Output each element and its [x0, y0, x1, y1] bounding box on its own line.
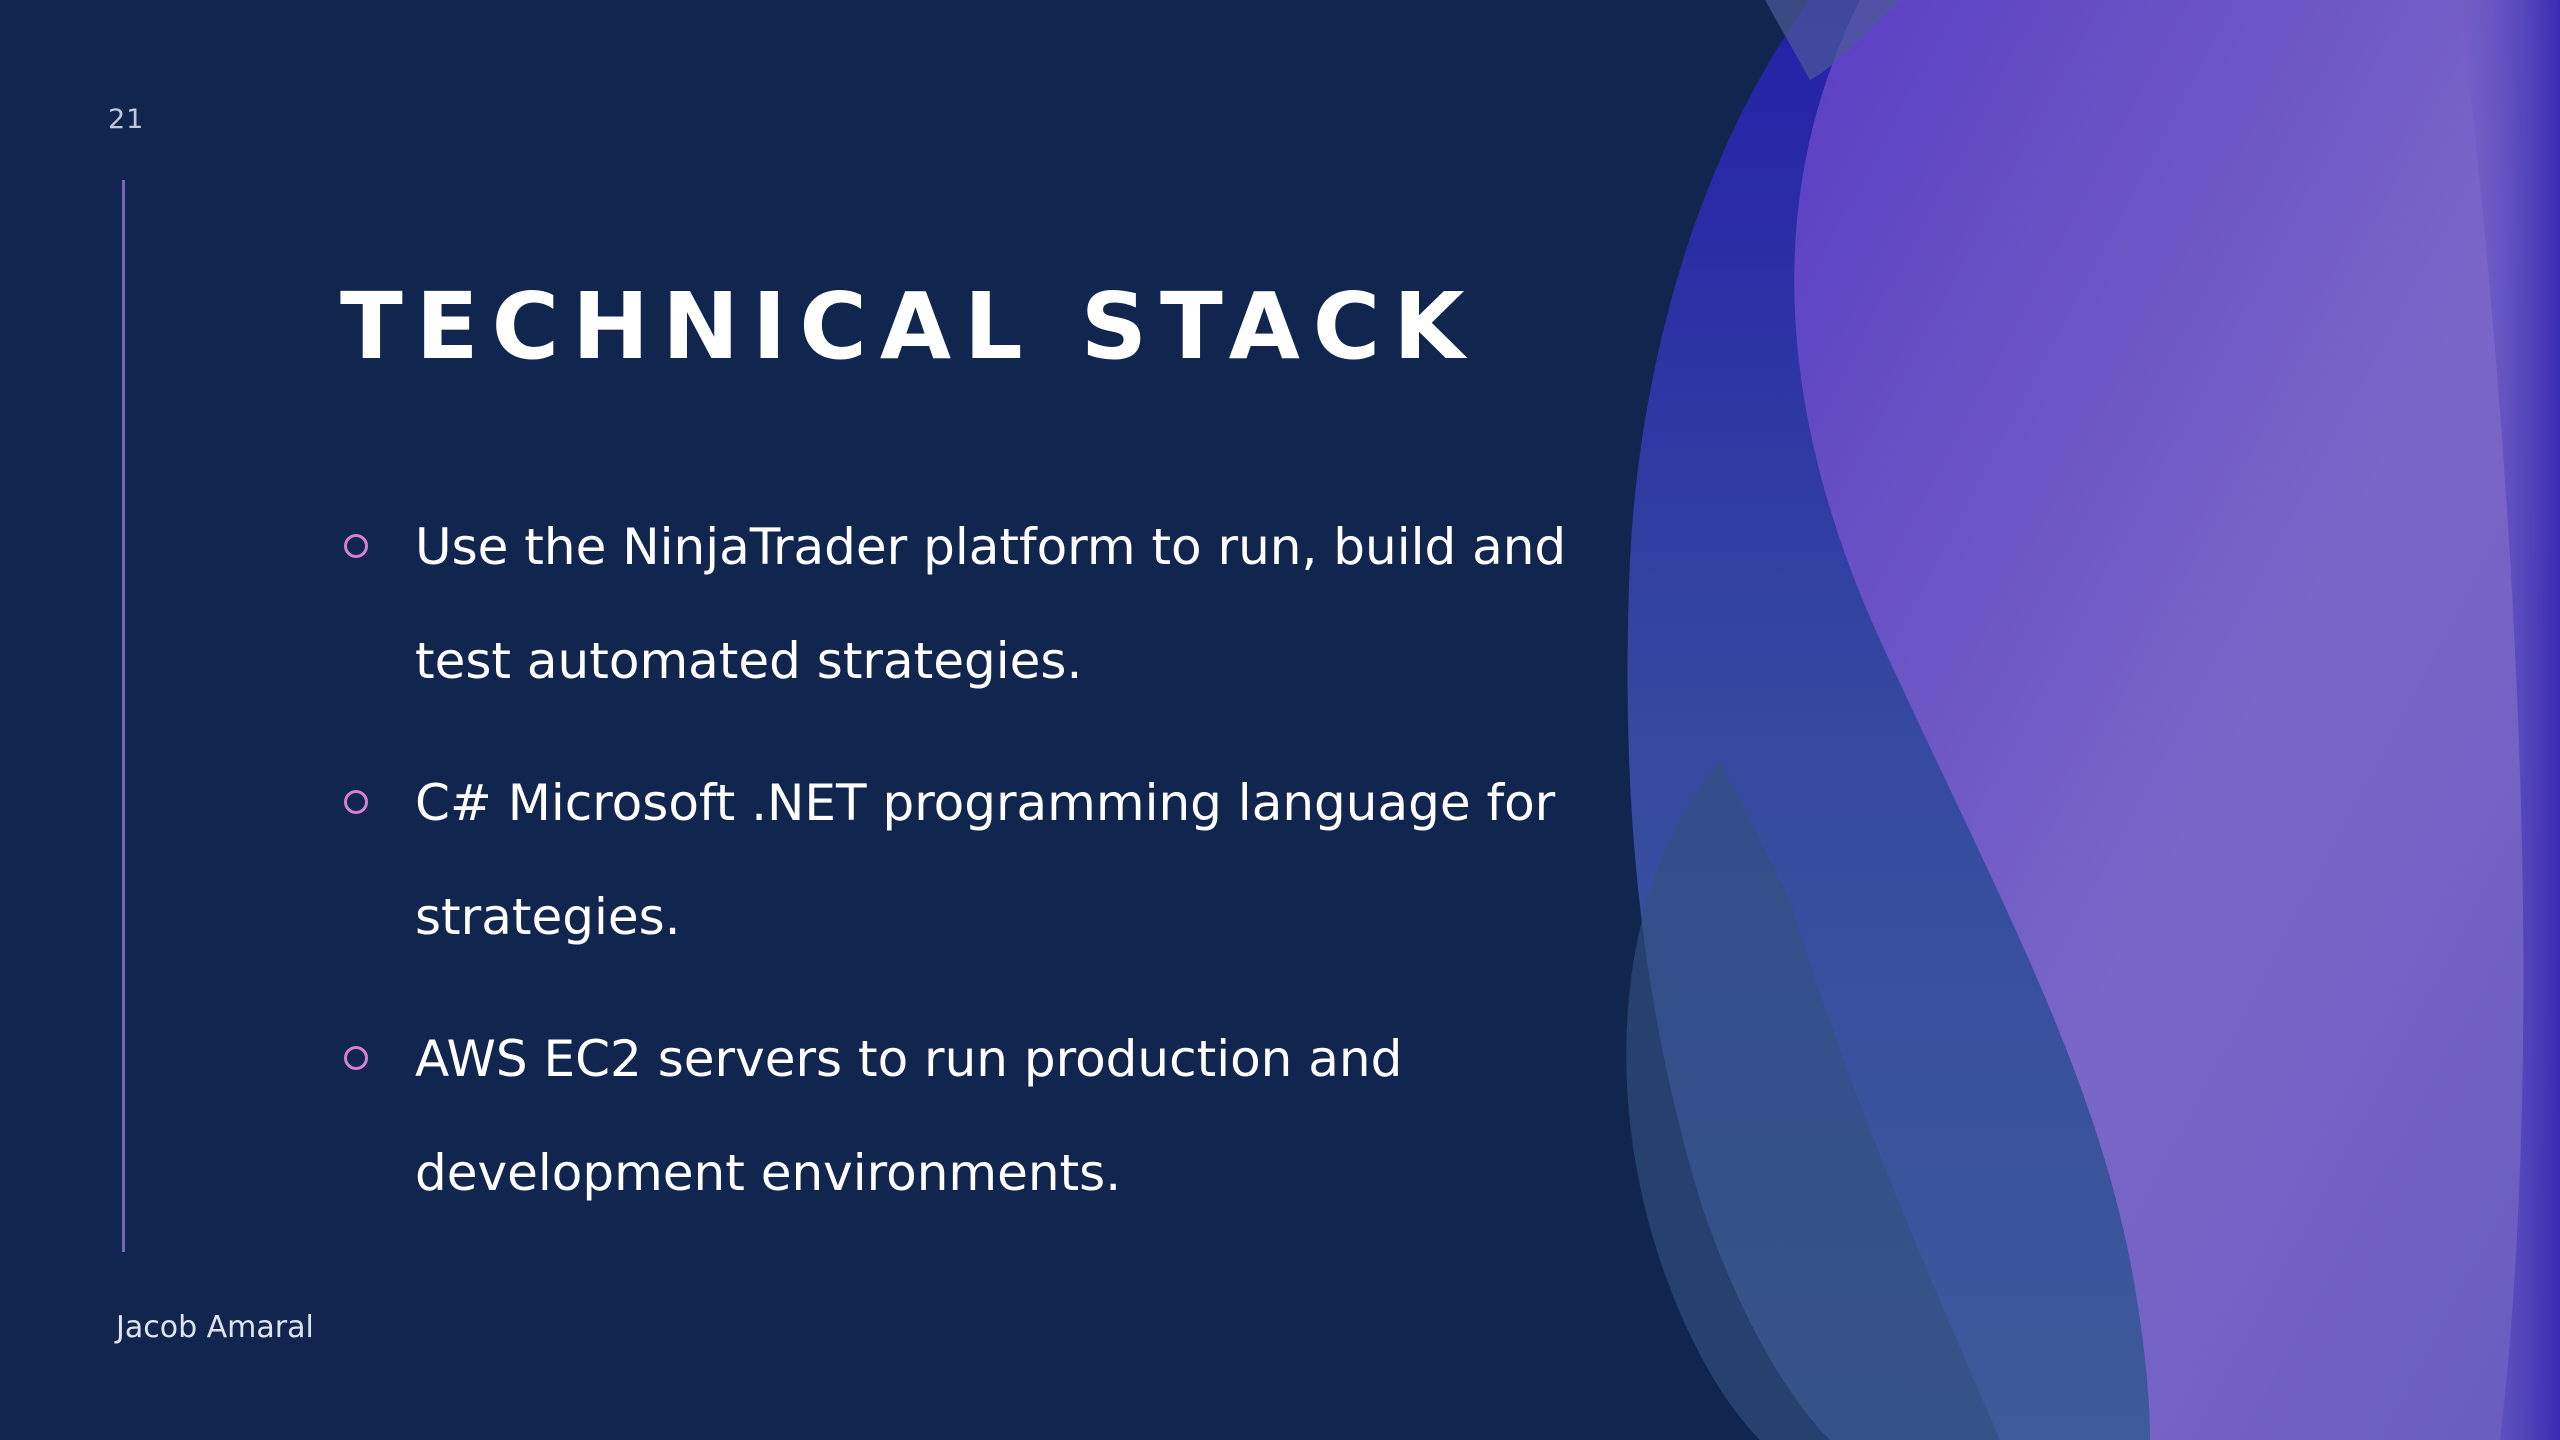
bullet-text: C# Microsoft .NET programming language f… — [415, 774, 1556, 946]
vertical-accent-line — [122, 180, 125, 1252]
slide-number: 21 — [108, 104, 145, 135]
wave-front-shape — [1794, 0, 2560, 1440]
circle-bullet-icon — [344, 1046, 368, 1070]
bullet-item-aws: AWS EC2 servers to run production and de… — [340, 1002, 1670, 1230]
bullet-text: Use the NinjaTrader platform to run, bui… — [415, 518, 1567, 690]
bullet-list: Use the NinjaTrader platform to run, bui… — [340, 490, 1670, 1258]
bullet-item-ninjatrader: Use the NinjaTrader platform to run, bui… — [340, 490, 1670, 718]
wave-lower-shape — [1626, 760, 2000, 1440]
bullet-item-csharp: C# Microsoft .NET programming language f… — [340, 746, 1670, 974]
footer-author: Jacob Amaral — [116, 1310, 314, 1345]
slide-title: TECHNICAL STACK — [340, 273, 1478, 380]
bullet-text: AWS EC2 servers to run production and de… — [415, 1030, 1403, 1202]
circle-bullet-icon — [344, 534, 368, 558]
circle-bullet-icon — [344, 790, 368, 814]
wave-top-highlight-shape — [1765, 0, 1900, 80]
wave-right-edge-shape — [2460, 0, 2560, 1440]
